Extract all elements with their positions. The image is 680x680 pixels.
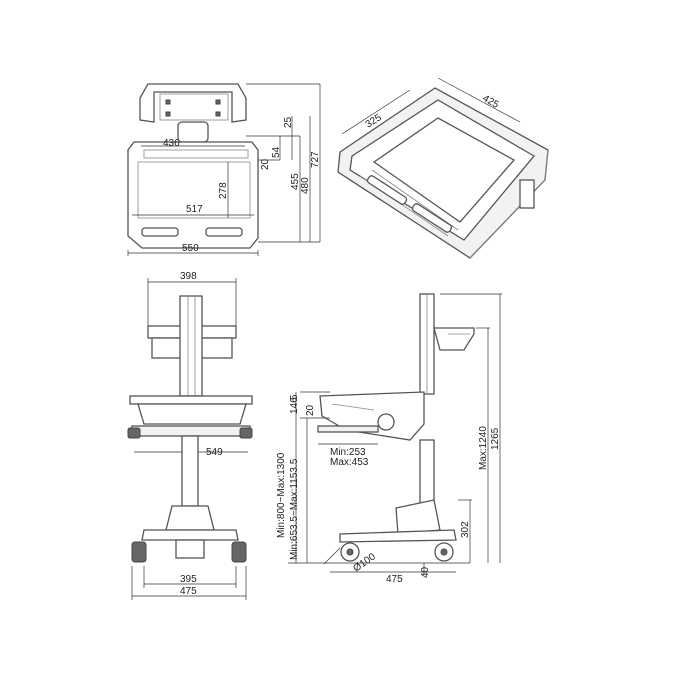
front-base [141,529,239,541]
front-mast [179,295,203,397]
handle-bar [139,83,247,123]
iso-slot-right [411,203,453,233]
dim-436: 436 [163,138,180,149]
front-base-foot [175,539,205,559]
front-caster-right [231,541,247,563]
iso-slot-left [366,175,408,205]
dim-475-side: 475 [386,574,403,585]
front-column [181,435,199,507]
dim-550: 550 [182,243,199,254]
side-base-cover [395,499,441,535]
tray-slot-left [141,227,179,237]
height-range-1: Min:800~Max:1300 [276,452,287,538]
side-bin [433,327,475,351]
iso-view: 325 425 [337,77,549,259]
top-view: 436 517 550 278 20 54 25 455 480 727 [127,83,321,256]
dim-398: 398 [180,271,197,282]
dim-20-side: 20 [305,404,316,416]
tray-inner [137,161,251,219]
dim-517: 517 [186,204,203,215]
front-base-cover [165,505,215,531]
dim-727: 727 [310,151,321,168]
total-height: 1265 [490,427,501,450]
tray-slot-right [205,227,243,237]
dim-5: 5 [289,394,300,400]
mast-clamp [177,121,209,143]
front-tray [129,395,253,405]
dim-395: 395 [180,574,197,585]
tray-top-rail [143,149,249,159]
side-keyboard [317,425,379,433]
max-height: Max:1240 [478,426,489,470]
dim-480: 480 [300,177,311,194]
tray-depth-max: Max:453 [330,457,369,468]
dim-25: 25 [283,116,294,128]
dim-54: 54 [271,146,282,158]
dim-278: 278 [218,182,229,199]
caster-height: 40 [420,566,431,578]
side-column [419,439,435,511]
height-range-2: Min:653.5~Max:1153.5 [289,458,300,560]
front-view: 398 549 395 475 [127,271,253,600]
front-tray-body [137,403,247,425]
dim-146: 146 [289,397,300,414]
dim-549: 549 [206,447,223,458]
front-keyboard [131,425,251,437]
dim-20: 20 [260,158,271,170]
tray-iso-inner [372,117,516,223]
dim-425: 425 [481,93,501,111]
side-knob [377,413,395,431]
dim-475-front: 475 [180,586,197,597]
base-height: 302 [460,521,471,538]
side-base [339,529,457,543]
handle-panel [159,93,229,121]
tray-outline [127,141,259,249]
dim-455: 455 [290,173,301,190]
side-view: 146 5 20 Min:253 Max:453 Min:800~Max:130… [276,293,502,585]
front-caster-left [131,541,147,563]
tray-depth-min: Min:253 [330,447,366,458]
iso-bracket [519,179,535,209]
side-tray [319,391,425,441]
